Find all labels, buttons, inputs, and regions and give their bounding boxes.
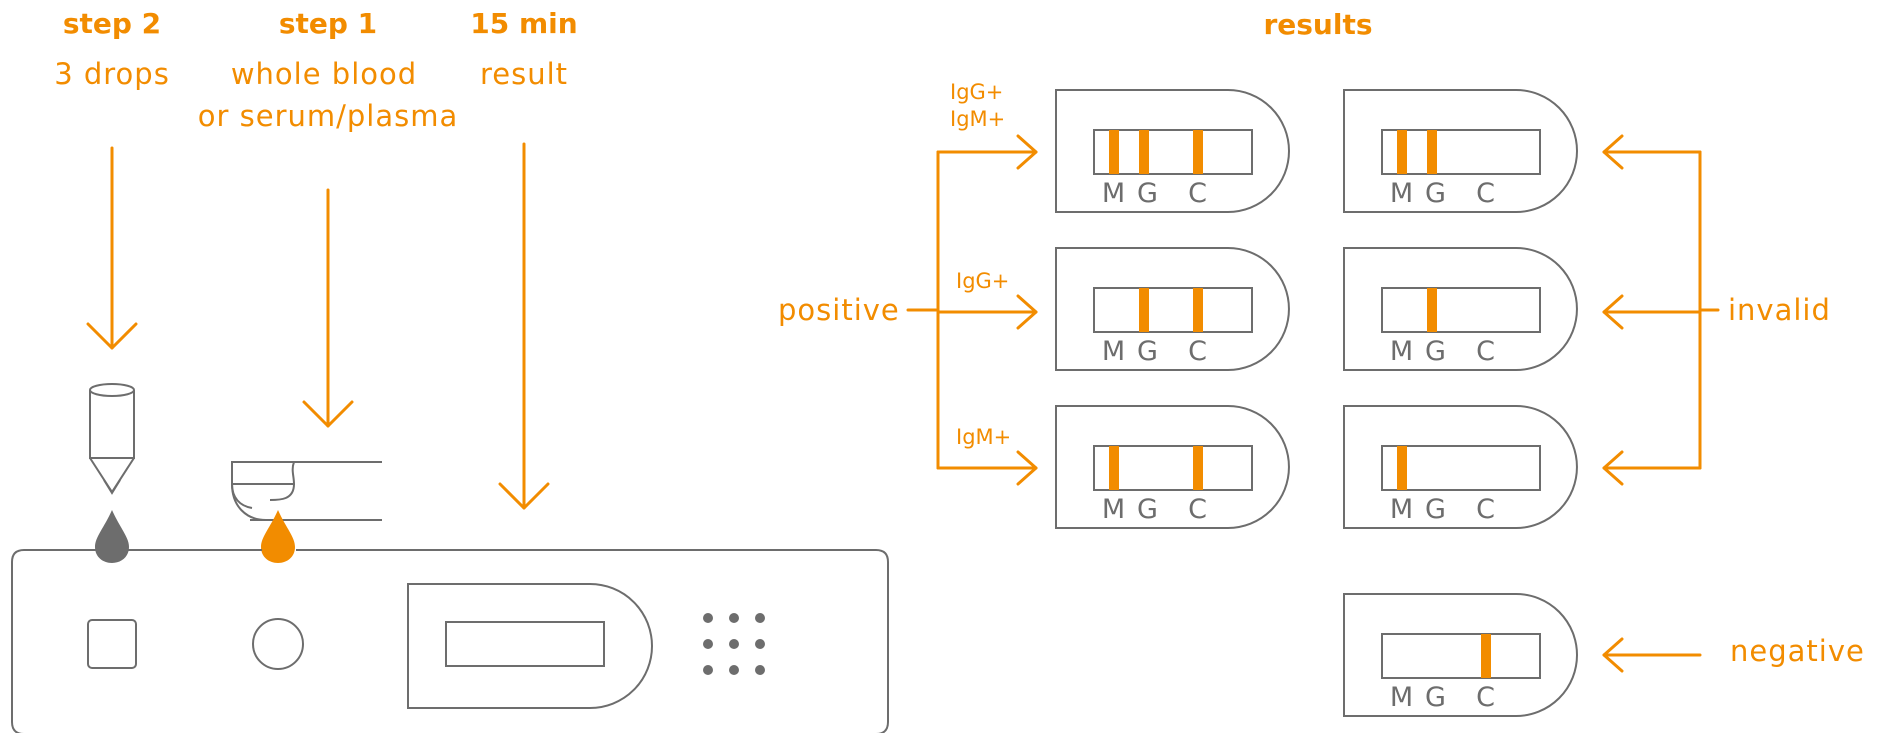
test-strip-window xyxy=(1093,445,1253,491)
test-strip-window xyxy=(1381,287,1541,333)
procedure-section: step 2 3 drops step 1 whole blood or ser… xyxy=(11,7,889,733)
buffer-well-icon xyxy=(87,619,137,669)
line-letter-g: G xyxy=(1137,336,1159,367)
line-letter-g: G xyxy=(1137,494,1159,525)
line-letter-g: G xyxy=(1425,178,1447,209)
line-letter-c: C xyxy=(1188,178,1208,209)
test-line-g xyxy=(1139,288,1149,332)
test-line-c xyxy=(1193,130,1203,174)
igg-label: IgG+ xyxy=(956,269,1009,293)
positive-bracket-arrows xyxy=(906,134,1038,486)
card-outline xyxy=(1343,247,1578,371)
line-letter-g: G xyxy=(1425,336,1447,367)
line-letter-m: M xyxy=(1390,178,1414,209)
line-letter-m: M xyxy=(1390,336,1414,367)
results-section: results positive IgG+ IgM+ IgG+ IgM+ inv… xyxy=(778,8,1865,717)
test-strip-window xyxy=(1093,129,1253,175)
line-letter-g: G xyxy=(1137,178,1159,209)
test-line-g xyxy=(1427,130,1437,174)
step-1-arrow xyxy=(302,188,354,428)
test-strip-window xyxy=(1381,129,1541,175)
line-letter-m: M xyxy=(1390,682,1414,713)
positive-label: positive xyxy=(778,293,900,327)
test-cassette xyxy=(11,549,889,733)
sample-well-icon xyxy=(252,618,304,670)
test-strip-window xyxy=(1381,445,1541,491)
test-line-c xyxy=(1193,288,1203,332)
test-line-m xyxy=(1109,130,1119,174)
step-3-arrow xyxy=(498,142,550,510)
invalid-bracket-arrows xyxy=(1602,134,1720,486)
buffer-dropper-icon xyxy=(89,383,135,495)
test-line-m xyxy=(1109,446,1119,490)
test-line-g xyxy=(1427,288,1437,332)
result-window-strip xyxy=(445,621,605,667)
step-1-description-line2: or serum/plasma xyxy=(198,99,459,133)
negative-arrow xyxy=(1602,637,1702,673)
line-letter-c: C xyxy=(1476,494,1496,525)
test-line-m xyxy=(1397,446,1407,490)
sample-drop-icon xyxy=(261,510,295,563)
card-outline xyxy=(1055,89,1290,213)
test-line-m xyxy=(1397,130,1407,174)
line-letter-c: C xyxy=(1188,494,1208,525)
igg-igm-label-line1: IgG+ xyxy=(950,80,1003,104)
line-letter-m: M xyxy=(1390,494,1414,525)
negative-label: negative xyxy=(1730,634,1865,668)
results-heading: results xyxy=(1263,8,1372,41)
step-2-arrow xyxy=(86,146,138,350)
test-strip-window xyxy=(1093,287,1253,333)
step-1-title: step 1 xyxy=(279,7,377,40)
test-line-g xyxy=(1139,130,1149,174)
card-outline xyxy=(1343,89,1578,213)
step-2-title: step 2 xyxy=(63,7,161,40)
line-letter-g: G xyxy=(1425,682,1447,713)
buffer-drop-icon xyxy=(95,510,129,563)
grip-dots-icon xyxy=(703,613,765,675)
invalid-label: invalid xyxy=(1728,293,1831,327)
line-letter-c: C xyxy=(1476,336,1496,367)
line-letter-m: M xyxy=(1102,178,1126,209)
test-line-c xyxy=(1481,634,1491,678)
card-outline xyxy=(1055,405,1290,529)
line-letter-c: C xyxy=(1188,336,1208,367)
igg-igm-label-line2: IgM+ xyxy=(950,107,1005,131)
card-outline xyxy=(1343,593,1578,717)
line-letter-m: M xyxy=(1102,494,1126,525)
test-line-c xyxy=(1193,446,1203,490)
step-1-description-line1: whole blood xyxy=(231,57,417,91)
step-3-title: 15 min xyxy=(470,7,577,40)
igm-label: IgM+ xyxy=(956,425,1011,449)
line-letter-g: G xyxy=(1425,494,1447,525)
step-2-description: 3 drops xyxy=(54,57,170,91)
line-letter-m: M xyxy=(1102,336,1126,367)
line-letter-c: C xyxy=(1476,178,1496,209)
sample-pipette-icon xyxy=(231,461,382,521)
test-strip-window xyxy=(1381,633,1541,679)
card-outline xyxy=(1055,247,1290,371)
step-3-description: result xyxy=(480,57,568,91)
line-letter-c: C xyxy=(1476,682,1496,713)
result-window-outline xyxy=(407,583,653,709)
card-outline xyxy=(1343,405,1578,529)
